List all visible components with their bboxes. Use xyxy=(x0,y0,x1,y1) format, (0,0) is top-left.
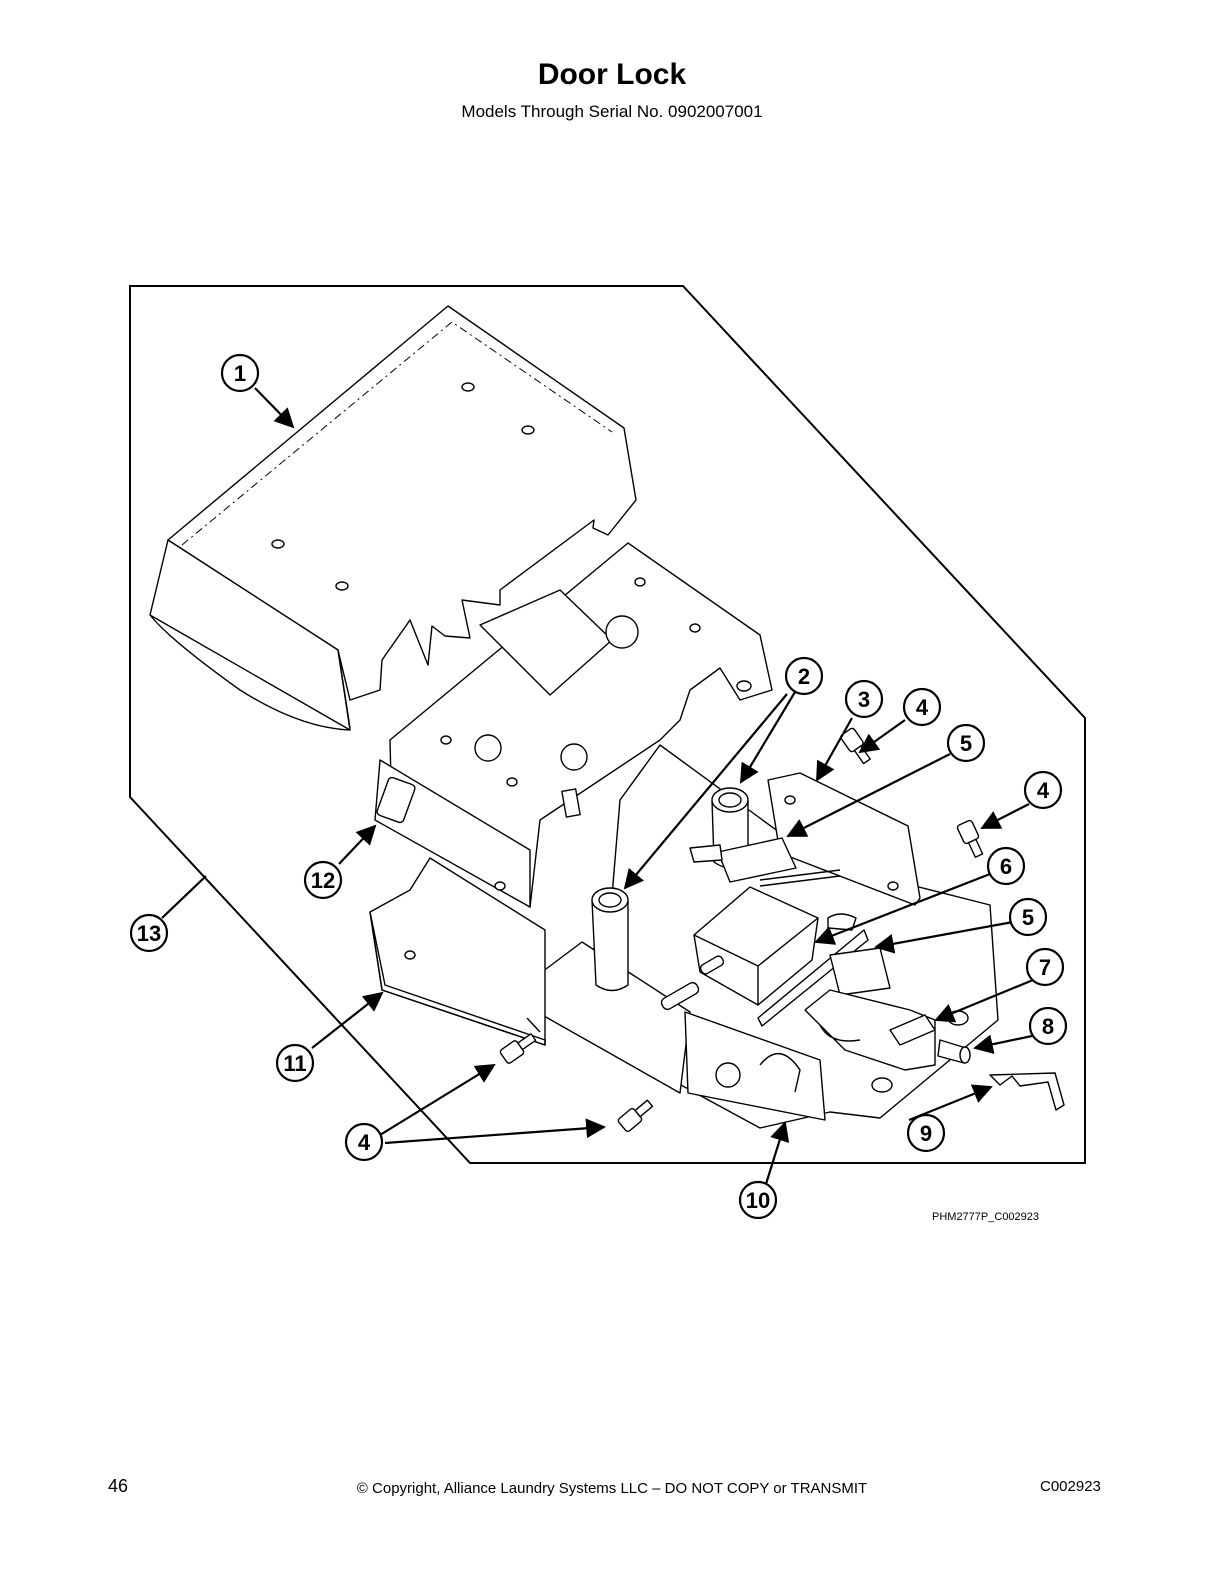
callout-5a: 5 xyxy=(960,731,972,756)
callout-circle-13 xyxy=(129,913,169,953)
callout-circle-2 xyxy=(784,656,824,696)
callout-circle-4a xyxy=(902,687,942,727)
side-plate-part xyxy=(369,857,546,1046)
callout-4a: 4 xyxy=(916,695,929,720)
callout-4c: 4 xyxy=(358,1130,371,1155)
callout-circle-5b xyxy=(1008,897,1048,937)
microswitch-lower-part xyxy=(757,929,891,1027)
clip-part xyxy=(989,1072,1065,1111)
document-code: C002923 xyxy=(1040,1478,1101,1495)
callout-1: 1 xyxy=(234,361,246,386)
bracket-housing-part xyxy=(374,542,773,908)
solenoid-part xyxy=(660,886,857,1011)
callout-circle-12 xyxy=(303,860,343,900)
callout-12: 12 xyxy=(311,868,335,893)
callout-9: 9 xyxy=(920,1121,932,1146)
callout-7: 7 xyxy=(1039,955,1051,980)
callout-circle-11 xyxy=(275,1043,315,1083)
assembly-boundary xyxy=(129,285,1086,1164)
callout-circle-8 xyxy=(1028,1006,1068,1046)
pin-part xyxy=(937,1039,971,1064)
callout-13: 13 xyxy=(137,921,161,946)
callout-10: 10 xyxy=(746,1188,770,1213)
microswitch-upper-part xyxy=(689,837,841,887)
callout-5b: 5 xyxy=(1022,905,1034,930)
callout-circle-9 xyxy=(906,1113,946,1153)
callout-3: 3 xyxy=(858,687,870,712)
callout-circle-5a xyxy=(946,723,986,763)
latch-part xyxy=(804,989,936,1071)
callout-6: 6 xyxy=(1000,854,1012,879)
page-title: Door Lock xyxy=(537,58,687,91)
callout-2: 2 xyxy=(798,664,810,689)
callout-11: 11 xyxy=(283,1051,306,1076)
callout-4b: 4 xyxy=(1037,778,1050,803)
callout-circle-7 xyxy=(1025,947,1065,987)
copyright-notice: © Copyright, Alliance Laundry Systems LL… xyxy=(356,1480,868,1497)
callout-circle-4c xyxy=(344,1122,384,1162)
callout-circle-10 xyxy=(738,1180,778,1220)
callout-circle-6 xyxy=(986,846,1026,886)
cover-part xyxy=(149,305,637,731)
drawing-id: PHM2777P_C002923 xyxy=(932,1211,1040,1223)
callout-circle-1 xyxy=(220,353,260,393)
callout-circle-4b xyxy=(1023,770,1063,810)
screw-parts xyxy=(499,727,984,1133)
callout-8: 8 xyxy=(1042,1014,1054,1039)
callout-circle-3 xyxy=(844,679,884,719)
post-parts xyxy=(591,787,749,992)
leader-line-13 xyxy=(161,875,207,919)
page-number: 46 xyxy=(108,1476,129,1496)
page-subtitle: Models Through Serial No. 0902007001 xyxy=(461,102,763,121)
